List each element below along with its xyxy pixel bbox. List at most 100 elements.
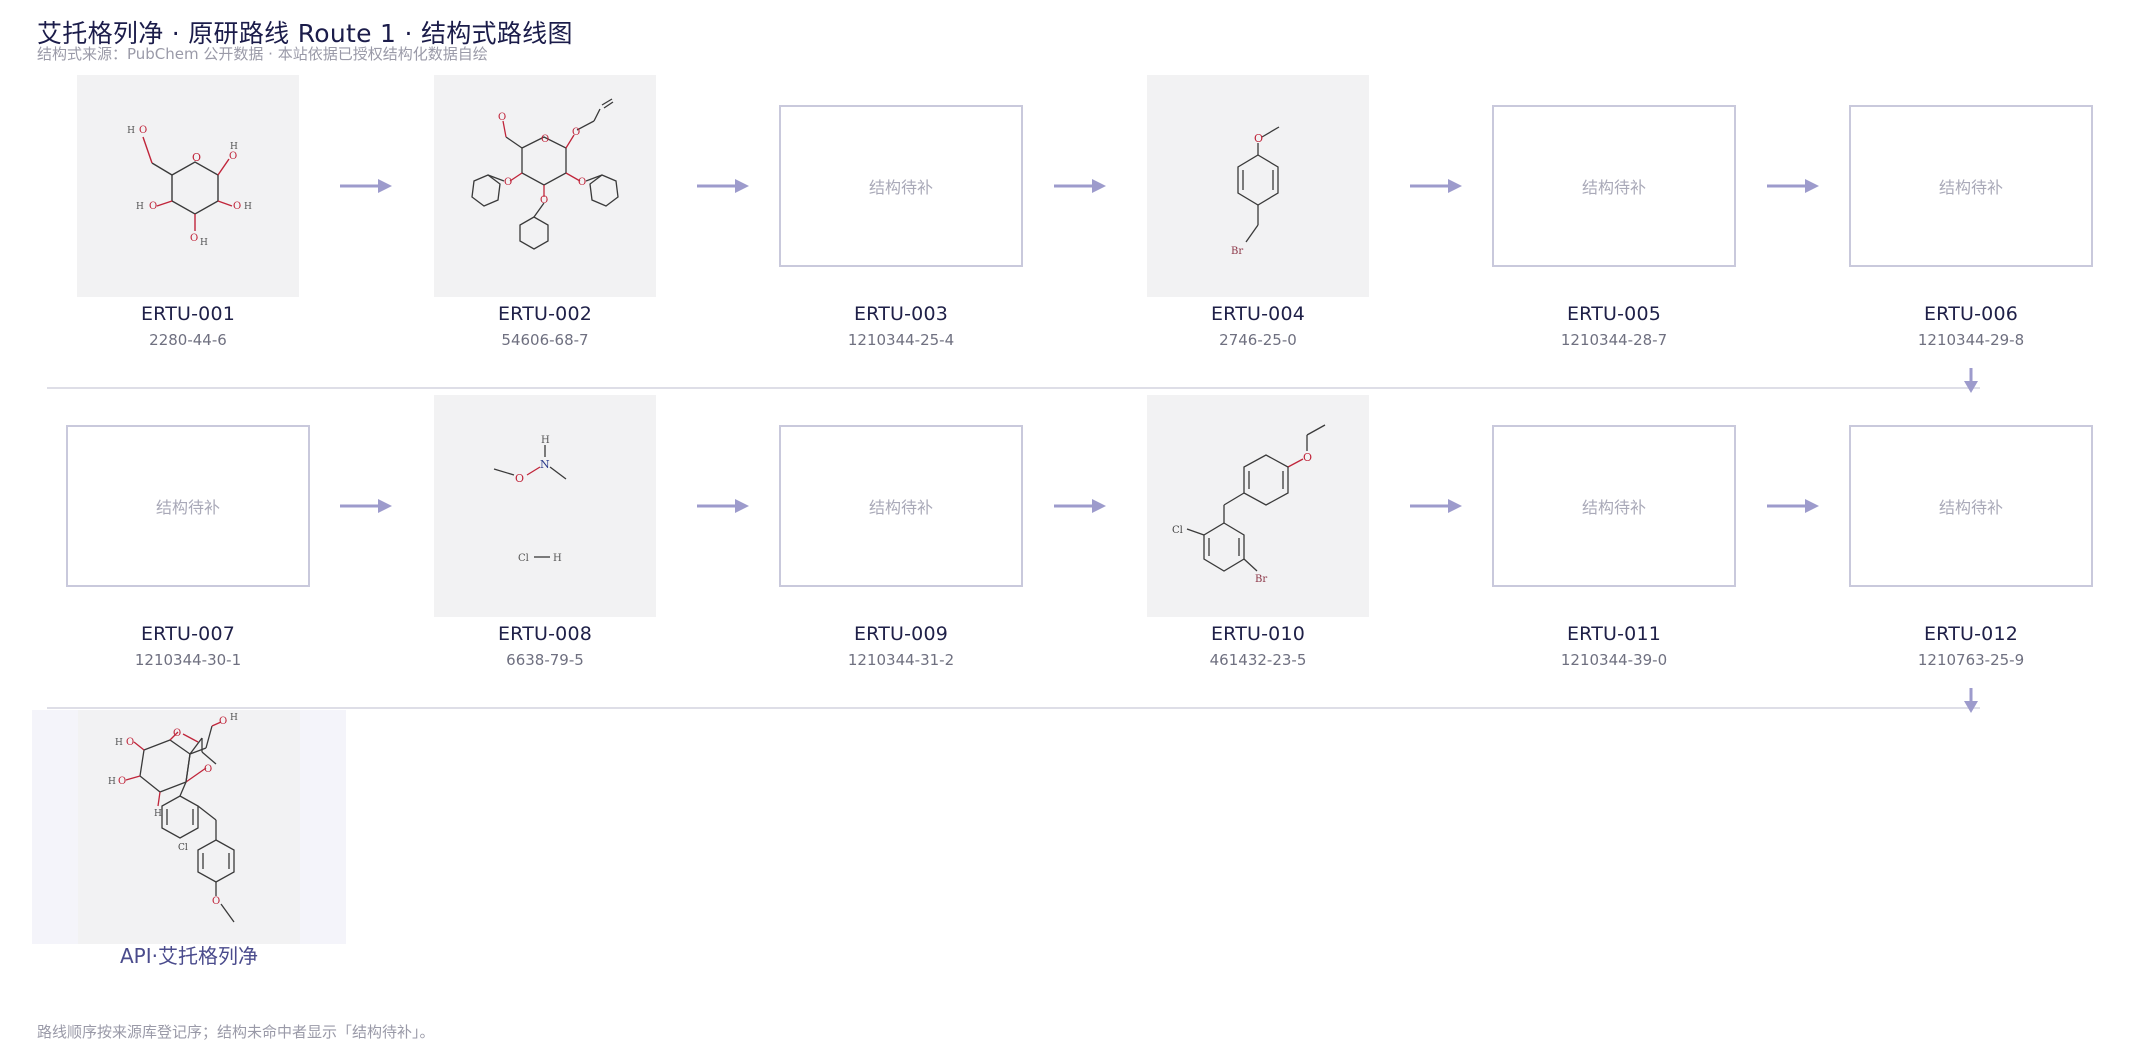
atom-label: O: [229, 151, 237, 162]
compound-code: ERTU-007: [140, 623, 236, 645]
structure-pending-placeholder: 结构待补: [1492, 425, 1736, 587]
structure-ertu-008: H N O Cl H: [493, 435, 567, 564]
route-arrow-right-icon: [1767, 179, 1819, 193]
atom-label: O: [204, 764, 212, 775]
route-arrow-right-icon: [1410, 499, 1462, 513]
structure-tile: H N O Cl H: [434, 395, 656, 617]
atom-label: O: [572, 127, 580, 138]
structure-tile: O Br: [1147, 75, 1369, 297]
compound-cas: 54606-68-7: [501, 331, 589, 349]
row-divider: [47, 707, 1980, 709]
atom-label: Cl: [518, 553, 529, 564]
page-subtitle: 结构式来源：PubChem 公开数据 · 本站依据已授权结构化数据自绘: [37, 45, 488, 63]
compound-code: ERTU-012: [1923, 623, 2019, 645]
atom-label: O: [219, 716, 227, 727]
atom-label: H: [553, 553, 562, 564]
compound-code: ERTU-006: [1923, 303, 2019, 325]
atom-label: O: [139, 125, 147, 136]
compound-code: ERTU-003: [853, 303, 949, 325]
atom-label: H: [230, 142, 238, 152]
structure-pending-placeholder: 结构待补: [1492, 105, 1736, 267]
compound-code: ERTU-002: [497, 303, 593, 325]
route-arrow-down-icon: [1964, 688, 1978, 713]
compound-cas: 1210763-25-9: [1917, 651, 2025, 669]
atom-label: H: [115, 738, 123, 748]
atom-label: N: [540, 458, 550, 471]
atom-label: O: [498, 112, 506, 123]
route-row-1: O O H O H H O H O O H ERTU-001 2280-44-6: [0, 0, 2132, 393]
compound-cas: 1210344-30-1: [134, 651, 242, 669]
atom-label: H: [127, 126, 135, 136]
atom-label: O: [149, 201, 157, 212]
compound-code: ERTU-005: [1566, 303, 1662, 325]
atom-label: O: [118, 776, 126, 787]
atom-label: O: [192, 151, 201, 164]
structure-pending-placeholder: 结构待补: [1849, 105, 2093, 267]
compound-code: ERTU-010: [1210, 623, 1306, 645]
structure-ertu-001: O O H O H H O H O O H: [127, 125, 252, 248]
atom-label: O: [504, 177, 512, 188]
route-arrow-down-icon: [1964, 368, 1978, 393]
route-arrow-right-icon: [1767, 499, 1819, 513]
compound-cas: 1210344-25-4: [847, 331, 955, 349]
atom-label: O: [190, 233, 198, 244]
compound-cas: 1210344-31-2: [847, 651, 955, 669]
compound-cas: 1210344-39-0: [1560, 651, 1668, 669]
page-title: 艾托格列净 · 原研路线 Route 1 · 结构式路线图: [37, 19, 573, 48]
structure-pending-placeholder: 结构待补: [66, 425, 310, 587]
atom-label: H: [244, 202, 252, 212]
compound-cas: 1210344-29-8: [1917, 331, 2025, 349]
compound-cas: 461432-23-5: [1209, 651, 1307, 669]
compound-cas: 2280-44-6: [149, 331, 227, 349]
atom-label: Br: [1255, 574, 1267, 585]
api-label: API·艾托格列净: [120, 944, 258, 968]
structure-ertu-002: O O O O O O: [471, 98, 619, 250]
atom-label: Cl: [1172, 525, 1183, 536]
compound-code: ERTU-004: [1210, 303, 1306, 325]
atom-label: Cl: [178, 843, 188, 853]
compound-cas: 1210344-28-7: [1560, 331, 1668, 349]
structure-pending-placeholder: 结构待补: [779, 425, 1023, 587]
atom-label: O: [540, 195, 548, 206]
atom-label: O: [212, 896, 220, 907]
atom-label: O: [173, 728, 181, 739]
structure-api: O O H O H H O O H Cl O: [108, 713, 238, 923]
footnote: 路线顺序按来源库登记序；结构未命中者显示「结构待补」。: [37, 1023, 435, 1041]
api-node[interactable]: O O H O H H O O H Cl O: [32, 710, 346, 944]
atom-label: O: [126, 737, 134, 748]
structure-tile: O Cl Br: [1147, 395, 1369, 617]
atom-label: O: [1303, 451, 1312, 464]
row-divider: [47, 387, 1980, 389]
route-arrow-right-icon: [1410, 179, 1462, 193]
atom-label: O: [541, 134, 549, 145]
atom-label: Br: [1231, 246, 1243, 257]
atom-label: H: [136, 202, 144, 212]
compound-code: ERTU-009: [853, 623, 949, 645]
atom-label: H: [230, 713, 238, 723]
structure-pending-placeholder: 结构待补: [779, 105, 1023, 267]
atom-label: O: [578, 177, 586, 188]
structure-ertu-010: O Cl Br: [1172, 424, 1326, 585]
compound-cas: 6638-79-5: [506, 651, 584, 669]
atom-label: O: [1254, 132, 1263, 145]
structure-ertu-004: O Br: [1231, 126, 1280, 257]
compound-cas: 2746-25-0: [1219, 331, 1297, 349]
route-arrow-right-icon: [1054, 499, 1106, 513]
compound-code: ERTU-011: [1566, 623, 1662, 645]
structure-tile: O O H O H H O H O O H: [77, 75, 299, 297]
route-arrow-right-icon: [697, 499, 749, 513]
atom-label: H: [154, 809, 162, 819]
compound-code: ERTU-008: [497, 623, 593, 645]
route-arrow-right-icon: [1054, 179, 1106, 193]
atom-label: O: [233, 201, 241, 212]
structure-tile: O O H O H H O O H Cl O: [78, 710, 300, 944]
compound-code: ERTU-001: [140, 303, 236, 325]
atom-label: H: [541, 435, 550, 446]
route-arrow-right-icon: [340, 499, 392, 513]
structure-tile: O O O O O O: [434, 75, 656, 297]
route-row-2: 结构待补 ERTU-007 1210344-30-1 H N O Cl H: [0, 320, 2132, 713]
atom-label: H: [200, 238, 208, 248]
structure-pending-placeholder: 结构待补: [1849, 425, 2093, 587]
route-arrow-right-icon: [697, 179, 749, 193]
atom-label: H: [108, 777, 116, 787]
